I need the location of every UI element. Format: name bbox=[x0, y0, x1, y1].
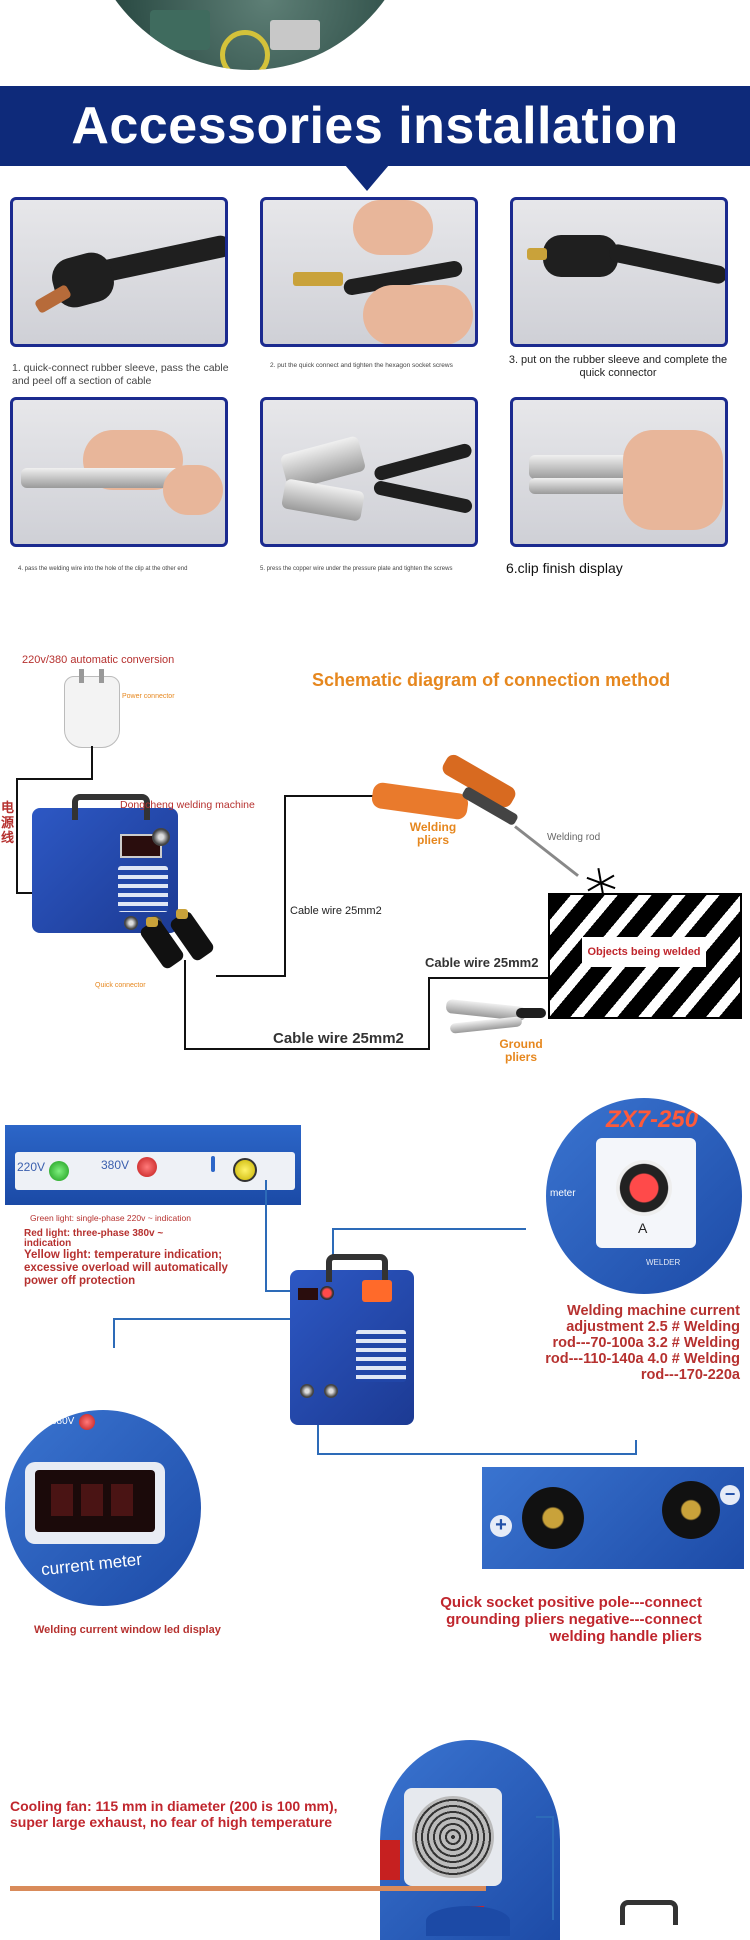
red-led-icon bbox=[79, 1414, 95, 1430]
step-3-caption: 3. put on the rubber sleeve and complete… bbox=[508, 354, 728, 380]
cable-wire-label-1: Cable wire 25mm2 bbox=[290, 905, 382, 917]
machine-label: Dongcheng welding machine bbox=[120, 799, 255, 811]
green-light-desc: Green light: single-phase 220v ~ indicat… bbox=[30, 1213, 191, 1223]
quick-socket-desc: Quick socket positive pole---connect gro… bbox=[440, 1594, 702, 1645]
step-5-caption: 5. press the copper wire under the press… bbox=[260, 566, 453, 572]
meter-text: meter bbox=[550, 1188, 576, 1199]
circuit-board-photo bbox=[80, 0, 420, 70]
pcb-component bbox=[270, 20, 320, 50]
red-led-icon bbox=[137, 1157, 157, 1177]
current-meter-photo: 380V current meter bbox=[5, 1410, 201, 1606]
welding-machine-center bbox=[290, 1254, 414, 1425]
yellow-led-icon bbox=[233, 1158, 257, 1182]
objects-label: Objects being welded bbox=[582, 937, 706, 967]
positive-socket bbox=[522, 1487, 584, 1549]
step-6-caption: 6.clip finish display bbox=[506, 560, 623, 576]
cooling-fan-desc: Cooling fan: 115 mm in diameter (200 is … bbox=[10, 1798, 338, 1830]
step-3-photo bbox=[510, 197, 728, 347]
welder-text: WELDER bbox=[646, 1258, 681, 1267]
dial-letter: A bbox=[638, 1220, 648, 1236]
plus-icon: + bbox=[490, 1515, 512, 1537]
fan-icon bbox=[412, 1796, 494, 1878]
schematic-title: Schematic diagram of connection method bbox=[312, 670, 671, 690]
section-banner: Accessories installation bbox=[0, 86, 750, 166]
wire-loop bbox=[220, 30, 270, 70]
quick-socket-photo: + − bbox=[482, 1467, 744, 1569]
indicator-panel-photo: 220V 380V bbox=[5, 1125, 301, 1205]
current-knob-icon bbox=[616, 1160, 672, 1216]
ground-pliers-label: Ground pliers bbox=[499, 1037, 543, 1064]
step-4-photo bbox=[10, 397, 228, 547]
welding-pliers-label: Welding pliers bbox=[409, 820, 457, 847]
step-5-photo bbox=[260, 397, 478, 547]
step-1-caption: 1. quick-connect rubber sleeve, pass the… bbox=[12, 362, 229, 387]
red-light-desc: Red light: three-phase 380v ~ indication bbox=[24, 1228, 164, 1249]
model-text: ZX7-250 bbox=[606, 1106, 699, 1133]
step-1-photo bbox=[10, 197, 228, 347]
led-display-desc: Welding current window led display bbox=[34, 1624, 221, 1636]
spark-icon bbox=[586, 868, 616, 898]
minus-icon: − bbox=[720, 1485, 740, 1505]
power-cord-label: 电源线 bbox=[1, 800, 15, 845]
divider-line bbox=[10, 1886, 486, 1891]
welding-machine bbox=[32, 794, 178, 933]
step-4-caption: 4. pass the welding wire into the hole o… bbox=[18, 566, 188, 572]
step-2-caption: 2. put the quick connect and tighten the… bbox=[270, 362, 453, 369]
negative-socket bbox=[662, 1481, 720, 1539]
panel-380-label: 380V bbox=[101, 1158, 130, 1172]
led-display bbox=[35, 1470, 155, 1532]
step-6-photo bbox=[510, 397, 728, 547]
thermometer-icon bbox=[211, 1156, 215, 1172]
cable-wire-label-2: Cable wire 25mm2 bbox=[425, 955, 539, 970]
quick-connector-label: Quick connector bbox=[95, 982, 146, 989]
cable-wire-label-3: Cable wire 25mm2 bbox=[273, 1030, 404, 1047]
panel-220-label: 220V bbox=[17, 1160, 46, 1174]
current-adjust-desc: Welding machine current adjustment 2.5 #… bbox=[545, 1303, 740, 1383]
power-plug-icon bbox=[64, 669, 120, 748]
current-dial-photo: ZX7-250 A meter WELDER bbox=[546, 1098, 742, 1294]
machine-handle-partial bbox=[620, 1900, 678, 1925]
meter-label: current meter bbox=[40, 1549, 143, 1580]
welding-rod-label: Welding rod bbox=[547, 832, 601, 843]
welding-pliers-icon bbox=[370, 781, 470, 821]
power-connector-label: Power connector bbox=[122, 693, 175, 700]
meter-380-label: 380V bbox=[51, 1416, 75, 1427]
step-2-photo bbox=[260, 197, 478, 347]
banner-pointer bbox=[345, 165, 389, 191]
machine-top-partial bbox=[426, 1906, 510, 1936]
pcb-component bbox=[150, 10, 210, 50]
green-led-icon bbox=[49, 1161, 69, 1181]
yellow-light-desc: Yellow light: temperature indication; ex… bbox=[24, 1249, 228, 1287]
auto-conversion-label: 220v/380 automatic conversion bbox=[22, 654, 175, 666]
